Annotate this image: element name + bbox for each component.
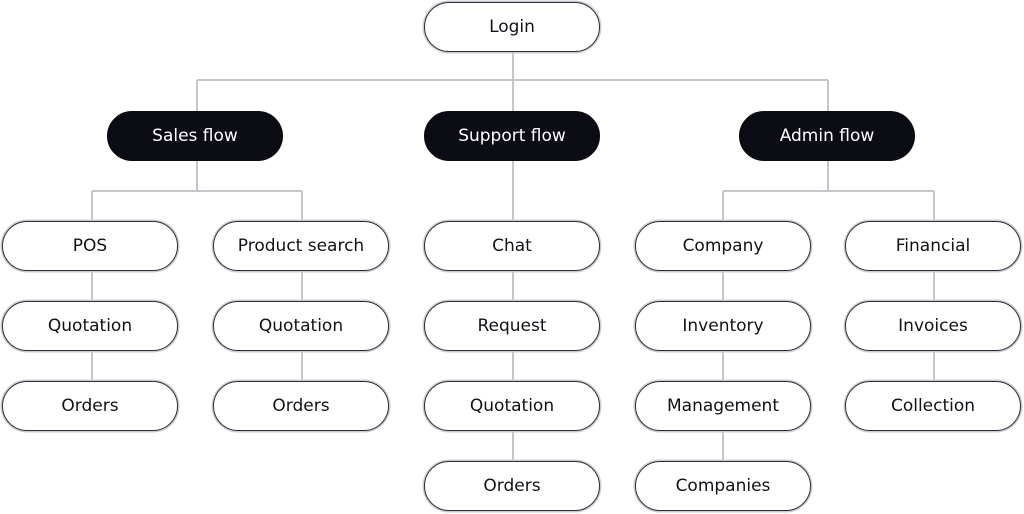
collection-node: Collection	[845, 381, 1021, 431]
product-search-orders-node: Orders	[213, 381, 389, 431]
support-quotation-node: Quotation	[424, 381, 600, 431]
companies-node: Companies	[635, 461, 811, 511]
invoices-node: Invoices	[845, 301, 1021, 351]
sales-flow-node: Sales flow	[107, 111, 283, 161]
pos-quotation-node: Quotation	[2, 301, 178, 351]
company-node: Company	[635, 221, 811, 271]
pos-orders-node: Orders	[2, 381, 178, 431]
support-flow-node: Support flow	[424, 111, 600, 161]
financial-node: Financial	[845, 221, 1021, 271]
pos-node: POS	[2, 221, 178, 271]
chat-node: Chat	[424, 221, 600, 271]
product-search-quotation-node: Quotation	[213, 301, 389, 351]
login-node: Login	[424, 2, 600, 52]
inventory-node: Inventory	[635, 301, 811, 351]
request-node: Request	[424, 301, 600, 351]
support-orders-node: Orders	[424, 461, 600, 511]
management-node: Management	[635, 381, 811, 431]
product-search-node: Product search	[213, 221, 389, 271]
admin-flow-node: Admin flow	[739, 111, 915, 161]
